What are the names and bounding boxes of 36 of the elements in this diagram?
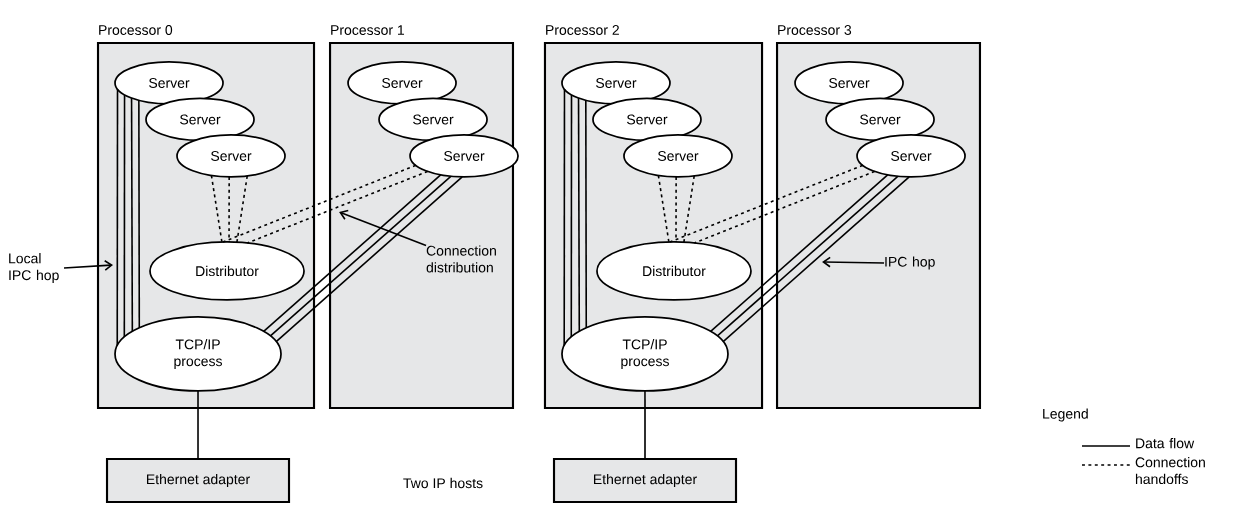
connector-line (197, 390, 199, 460)
adapter-box: Ethernet adapter (105, 457, 291, 504)
connector-line (210, 174, 223, 243)
connector-line (693, 170, 876, 244)
node-label: Processor 1 (331, 25, 405, 35)
leader-arrow (822, 256, 885, 268)
connector-line (228, 176, 230, 243)
node-label: Processor 0 (99, 25, 173, 35)
connector-line (236, 175, 249, 243)
connector-line (683, 175, 695, 243)
connector-line (123, 94, 126, 338)
callout-text: Local IPC hop (9, 253, 59, 283)
connector-line (570, 94, 573, 338)
node-label: Processor 2 (546, 25, 619, 35)
connector-line (563, 88, 566, 347)
caption-text: Two IP hosts (403, 477, 483, 489)
leader-arrow (339, 209, 427, 247)
adapter-box: Ethernet adapter (552, 457, 738, 504)
connector-line (130, 97, 134, 333)
connector-line (657, 174, 670, 243)
connector-line (577, 97, 581, 333)
connector-line (669, 164, 864, 243)
legend-text: Connection handoffs (1135, 457, 1205, 485)
connector-line (585, 99, 588, 329)
legend-heading: Legend (1043, 408, 1088, 422)
connector-line (138, 99, 141, 329)
legend-text: Data flow (1136, 438, 1195, 449)
connector-line (222, 164, 417, 243)
callout-text: Connection distribution (426, 245, 496, 273)
connector-line (116, 88, 119, 347)
leader-arrow (63, 260, 113, 271)
node-label: Processor 3 (778, 25, 852, 35)
connector-line (246, 170, 429, 244)
callout-text: IPC hop (885, 256, 935, 270)
connector-line (644, 390, 646, 460)
connector-line (675, 176, 677, 243)
